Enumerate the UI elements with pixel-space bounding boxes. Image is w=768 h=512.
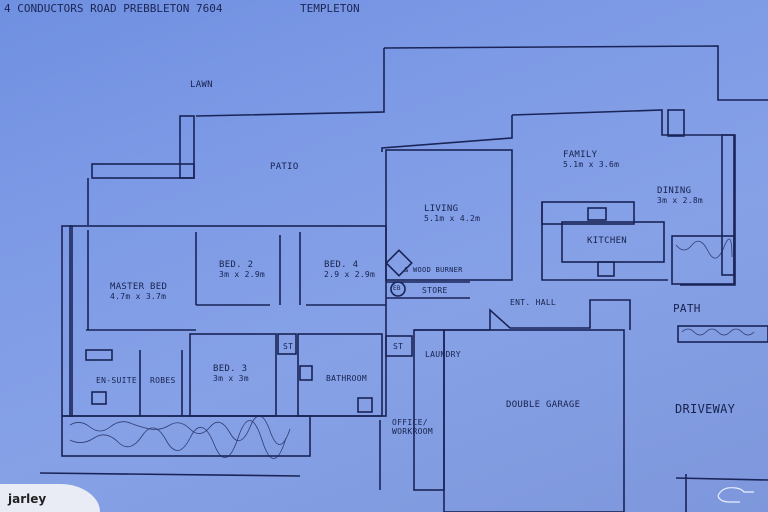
- room-patio: PATIO: [270, 162, 299, 172]
- room-family: FAMILY 5.1m x 3.6m: [563, 150, 619, 169]
- office-name: OFFICE/: [392, 418, 428, 427]
- room-bathroom: BATHROOM: [326, 374, 367, 383]
- bed3-dims: 3m x 3m: [213, 374, 249, 383]
- header-extra: TEMPLETON: [300, 2, 360, 15]
- brand-badge: jarley: [0, 484, 100, 512]
- area-driveway: DRIVEWAY: [675, 402, 736, 416]
- room-master-bed: MASTER BED 4.7m x 3.7m: [110, 282, 167, 301]
- area-path: PATH: [673, 302, 701, 315]
- master-dims: 4.7m x 3.7m: [110, 292, 167, 301]
- eb-label: EB: [393, 285, 401, 292]
- family-name: FAMILY: [563, 150, 598, 160]
- room-office: OFFICE/ WORKROOM: [392, 418, 433, 436]
- bed3-name: BED. 3: [213, 364, 248, 374]
- living-name: LIVING: [424, 204, 459, 214]
- office-name2: WORKROOM: [392, 427, 433, 436]
- room-st-1: ST: [283, 342, 294, 351]
- room-dining: DINING 3m x 2.8m: [657, 186, 703, 205]
- bed4-name: BED. 4: [324, 260, 359, 270]
- family-dims: 5.1m x 3.6m: [563, 160, 620, 169]
- dining-dims: 3m x 2.8m: [657, 196, 704, 205]
- room-bed-3: BED. 3 3m x 3m: [213, 364, 249, 383]
- room-bed-2: BED. 2 3m x 2.9m: [219, 260, 265, 279]
- room-lawn: LAWN: [190, 80, 213, 90]
- address-header: 4 CONDUCTORS ROAD PREBBLETON 7604: [4, 2, 223, 15]
- room-double-garage: DOUBLE GARAGE: [506, 400, 581, 410]
- brand-name: jarley: [8, 492, 47, 506]
- room-robes: ROBES: [150, 376, 176, 385]
- bed4-dims: 2.9 x 2.9m: [324, 270, 376, 279]
- living-dims: 5.1m x 4.2m: [424, 214, 481, 223]
- dining-name: DINING: [657, 186, 692, 196]
- wood-burner-label: & WOOD BURNER: [404, 266, 463, 274]
- room-st-2: ST: [393, 342, 404, 351]
- room-ent-hall: ENT. HALL: [510, 298, 557, 307]
- room-bed-4: BED. 4 2.9 x 2.9m: [324, 260, 375, 279]
- master-name: MASTER BED: [110, 282, 168, 292]
- room-ensuite: EN-SUITE: [96, 376, 137, 385]
- room-laundry: LAUNDRY: [425, 350, 461, 359]
- kiwi-logo-icon: [717, 487, 754, 503]
- bed2-dims: 3m x 2.9m: [219, 270, 266, 279]
- room-living: LIVING 5.1m x 4.2m: [424, 204, 480, 223]
- bed2-name: BED. 2: [219, 260, 254, 270]
- room-store: STORE: [422, 286, 448, 295]
- room-kitchen: KITCHEN: [587, 236, 628, 246]
